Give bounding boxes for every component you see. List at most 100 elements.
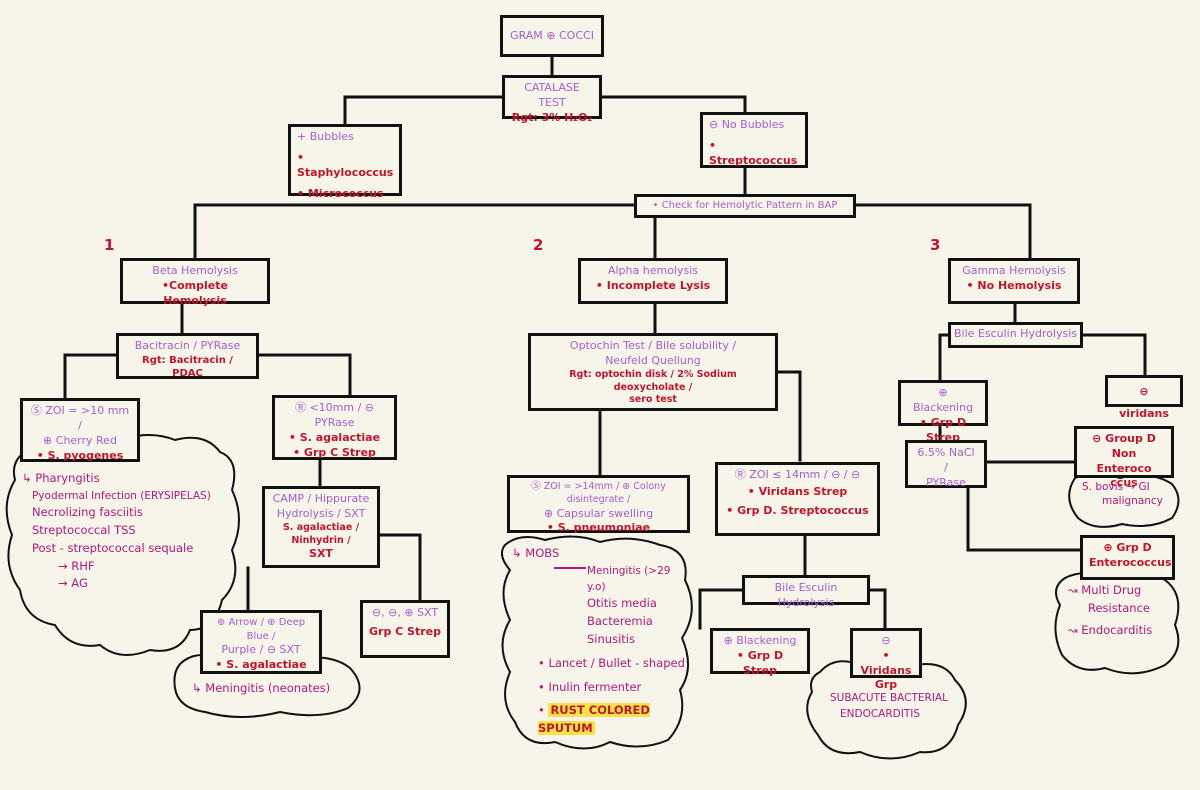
neg-sxt-line2: Grp C Strep bbox=[369, 624, 441, 638]
number-3: 3 bbox=[930, 236, 941, 254]
s-pyogenes-label: • S. pyogenes bbox=[36, 448, 124, 462]
bile-gamma-label: Bile Esculin Hydrolysis bbox=[953, 327, 1078, 340]
vir-alpha-line3: Grp bbox=[874, 677, 898, 691]
gamma-title: Gamma Hemolysis bbox=[962, 264, 1066, 277]
optochin-line1: Optochin Test / Bile solubility / bbox=[569, 339, 737, 352]
positive-bubbles-box: + Bubbles • Staphylococcus • Micrococcus bbox=[288, 124, 402, 200]
s-pneumoniae-label: • S. pneumoniae bbox=[546, 521, 651, 535]
enterococcus-box: ⊕ Grp D Enterococcus bbox=[1080, 535, 1175, 580]
bacitracin-title: Bacitracin / PYRase bbox=[134, 339, 241, 352]
camp-line1: CAMP / Hippurate bbox=[272, 492, 370, 505]
note-mdr-2: Resistance bbox=[1088, 600, 1150, 615]
r-zoi-label: Ⓡ <10mm / ⊖ PYRase bbox=[294, 401, 375, 429]
r-agalactiae-label: • S. agalactiae bbox=[288, 430, 381, 444]
beta-subtitle: •Complete Hemolysis bbox=[162, 278, 228, 307]
r-grpd-label: • Grp D. Streptococcus bbox=[726, 503, 869, 517]
viridans-alpha-box: ⊖ • Viridans Grp bbox=[850, 628, 922, 690]
nonentero-line2: Non Enteroco bbox=[1096, 446, 1152, 475]
s-opto-line1: Ⓢ ZOI = >14mm / ⊕ Colony disintegrate / bbox=[531, 481, 666, 505]
gram-positive-cocci-box: GRAM ⊕ COCCI bbox=[500, 15, 604, 57]
negative-bubbles-label: ⊖ No Bubbles bbox=[709, 118, 785, 131]
note-rust-row: • RUST COLORED SPUTUM bbox=[538, 703, 650, 736]
note-tss: Streptococcal TSS bbox=[32, 522, 136, 537]
negative-bubbles-box: ⊖ No Bubbles • Streptococcus bbox=[700, 112, 808, 168]
number-2: 2 bbox=[533, 236, 544, 254]
bacitracin-box: Bacitracin / PYRase Rgt: Bacitracin / PD… bbox=[116, 333, 259, 379]
note-endocarditis: ↝ Endocarditis bbox=[1068, 622, 1153, 637]
entero-line1: ⊕ Grp D bbox=[1103, 541, 1152, 554]
catalase-box: CATALASE TEST Rgt: 3% H₂O₂ bbox=[502, 75, 602, 124]
black-gamma-line1: ⊕ Blackening bbox=[912, 386, 974, 414]
note-bovis-2: malignancy bbox=[1102, 495, 1163, 508]
neg-sxt-line1: ⊖, ⊖, ⊕ SXT bbox=[371, 606, 439, 619]
note-mobs-otitis: Otitis media bbox=[587, 596, 657, 611]
nacl-box: 6.5% NaCl / PYRase bbox=[905, 440, 987, 489]
note-sequale: Post - streptococcal sequale bbox=[32, 540, 194, 555]
gram-label: GRAM ⊕ COCCI bbox=[510, 29, 594, 42]
note-mobs-meningitis: Meningitis (>29 y.o) bbox=[587, 564, 671, 594]
note-sbe-1: SUBACUTE BACTERIAL bbox=[830, 692, 948, 704]
note-mobs-sinusitis: Sinusitis bbox=[587, 631, 635, 646]
sbe-notes: SUBACUTE BACTERIAL ENDOCARDITIS bbox=[830, 690, 950, 723]
number-1: 1 bbox=[104, 236, 115, 254]
note-bovis-1: S. bovis → GI bbox=[1082, 481, 1150, 493]
bile-esculin-gamma-box: Bile Esculin Hydrolysis bbox=[948, 322, 1083, 348]
r-grp-c-label: • Grp C Strep bbox=[293, 445, 376, 459]
bile-esculin-alpha-box: Bile Esculin Hydrolysis bbox=[742, 575, 870, 609]
black-alpha-line2: • Grp D Strep bbox=[736, 648, 784, 677]
optochin-reagent1: Rgt: optochin disk / 2% Sodium deoxychol… bbox=[569, 368, 737, 393]
camp-line3: S. agalactiae / Ninhydrin / bbox=[282, 521, 360, 546]
bovis-notes: S. bovis → GI malignancy bbox=[1082, 480, 1177, 508]
note-ag: → AG bbox=[58, 576, 88, 591]
catalase-title: CATALASE TEST bbox=[524, 81, 580, 109]
nacl-line2: PYRase bbox=[926, 475, 966, 489]
camp-line4: SXT bbox=[309, 547, 333, 561]
mobs-notes: ↳ MOBS Meningitis (>29 y.o) Otitis media… bbox=[512, 545, 687, 738]
optochin-box: Optochin Test / Bile solubility / Neufel… bbox=[528, 333, 778, 411]
optochin-reagent2: sero test bbox=[629, 394, 677, 406]
blackening-alpha-box: ⊕ Blackening • Grp D Strep bbox=[710, 628, 810, 677]
staphylococcus-label: • Staphylococcus bbox=[297, 150, 394, 179]
alpha-hemolysis-box: Alpha hemolysis • Incomplete Lysis bbox=[578, 258, 728, 304]
note-meningitis-neonates: ↳ Meningitis (neonates) bbox=[192, 681, 331, 695]
arrow-line2: Purple / ⊖ SXT bbox=[221, 643, 301, 656]
s-zoi-line2: ⊕ Cherry Red bbox=[43, 433, 117, 447]
micrococcus-label: • Micrococcus bbox=[297, 186, 384, 200]
non-enterococcus-box: ⊖ Group D Non Enteroco ccus bbox=[1074, 426, 1174, 488]
arrow-positive-box: ⊕ Arrow / ⊕ Deep Blue / Purple / ⊖ SXT •… bbox=[200, 610, 322, 674]
camp-line2: Hydrolysis / SXT bbox=[276, 506, 366, 520]
neonates-note: ↳ Meningitis (neonates) bbox=[192, 680, 330, 698]
positive-bubbles-label: + Bubbles bbox=[297, 130, 354, 143]
r-viridans-label: • Viridans Strep bbox=[747, 484, 848, 498]
blackening-gamma-box: ⊕ Blackening • Grp D Strep bbox=[898, 380, 988, 444]
arrow-agalactiae: • S. agalactiae bbox=[215, 657, 307, 671]
vir-alpha-line2: • Viridans bbox=[860, 648, 912, 677]
hemolytic-pattern-label: • Check for Hemolytic Pattern in BAP bbox=[652, 200, 838, 211]
note-pharyngitis: ↳ Pharyngitis bbox=[22, 471, 100, 485]
catalase-reagent: Rgt: 3% H₂O₂ bbox=[511, 110, 593, 124]
resistant-optochin-box: Ⓡ ZOI ≤ 14mm / ⊖ / ⊖ • Viridans Strep • … bbox=[715, 462, 880, 536]
bile-alpha-label: Bile Esculin Hydrolysis bbox=[774, 581, 838, 609]
note-rust-sputum: RUST COLORED SPUTUM bbox=[538, 703, 650, 736]
note-inulin: • Inulin fermenter bbox=[538, 679, 642, 694]
neg-sxt-box: ⊖, ⊖, ⊕ SXT Grp C Strep bbox=[360, 600, 450, 658]
nacl-line1: 6.5% NaCl / bbox=[917, 446, 975, 474]
s-zoi-line1: Ⓢ ZOI = >10 mm / bbox=[30, 404, 130, 432]
note-lancet: • Lancet / Bullet - shaped bbox=[538, 655, 685, 670]
note-sbe-2: ENDOCARDITIS bbox=[840, 708, 921, 721]
r-opto-label: Ⓡ ZOI ≤ 14mm / ⊖ / ⊖ bbox=[734, 468, 861, 481]
entero-notes: ↝ Multi Drug Resistance ↝ Endocarditis bbox=[1068, 582, 1178, 639]
pyogenes-notes: ↳ Pharyngitis Pyodermal Infection (ERYSI… bbox=[22, 470, 232, 593]
note-mdr-1: ↝ Multi Drug bbox=[1068, 583, 1142, 597]
note-mobs: ↳ MOBS bbox=[512, 546, 560, 560]
streptococcus-label: • Streptococcus bbox=[709, 138, 798, 167]
black-alpha-line1: ⊕ Blackening bbox=[723, 634, 797, 647]
sensitive-optochin-box: Ⓢ ZOI = >14mm / ⊕ Colony disintegrate / … bbox=[507, 475, 690, 535]
camp-box: CAMP / Hippurate Hydrolysis / SXT S. aga… bbox=[262, 486, 380, 568]
note-necrolizing: Necrolizing fasciitis bbox=[32, 505, 143, 520]
bacitracin-reagent: Rgt: Bacitracin / PDAC bbox=[142, 354, 233, 380]
nonentero-line1: ⊖ Group D bbox=[1092, 432, 1156, 445]
hemolytic-pattern-box: • Check for Hemolytic Pattern in BAP bbox=[634, 194, 856, 218]
nonentero-line3: ccus bbox=[1110, 475, 1138, 489]
